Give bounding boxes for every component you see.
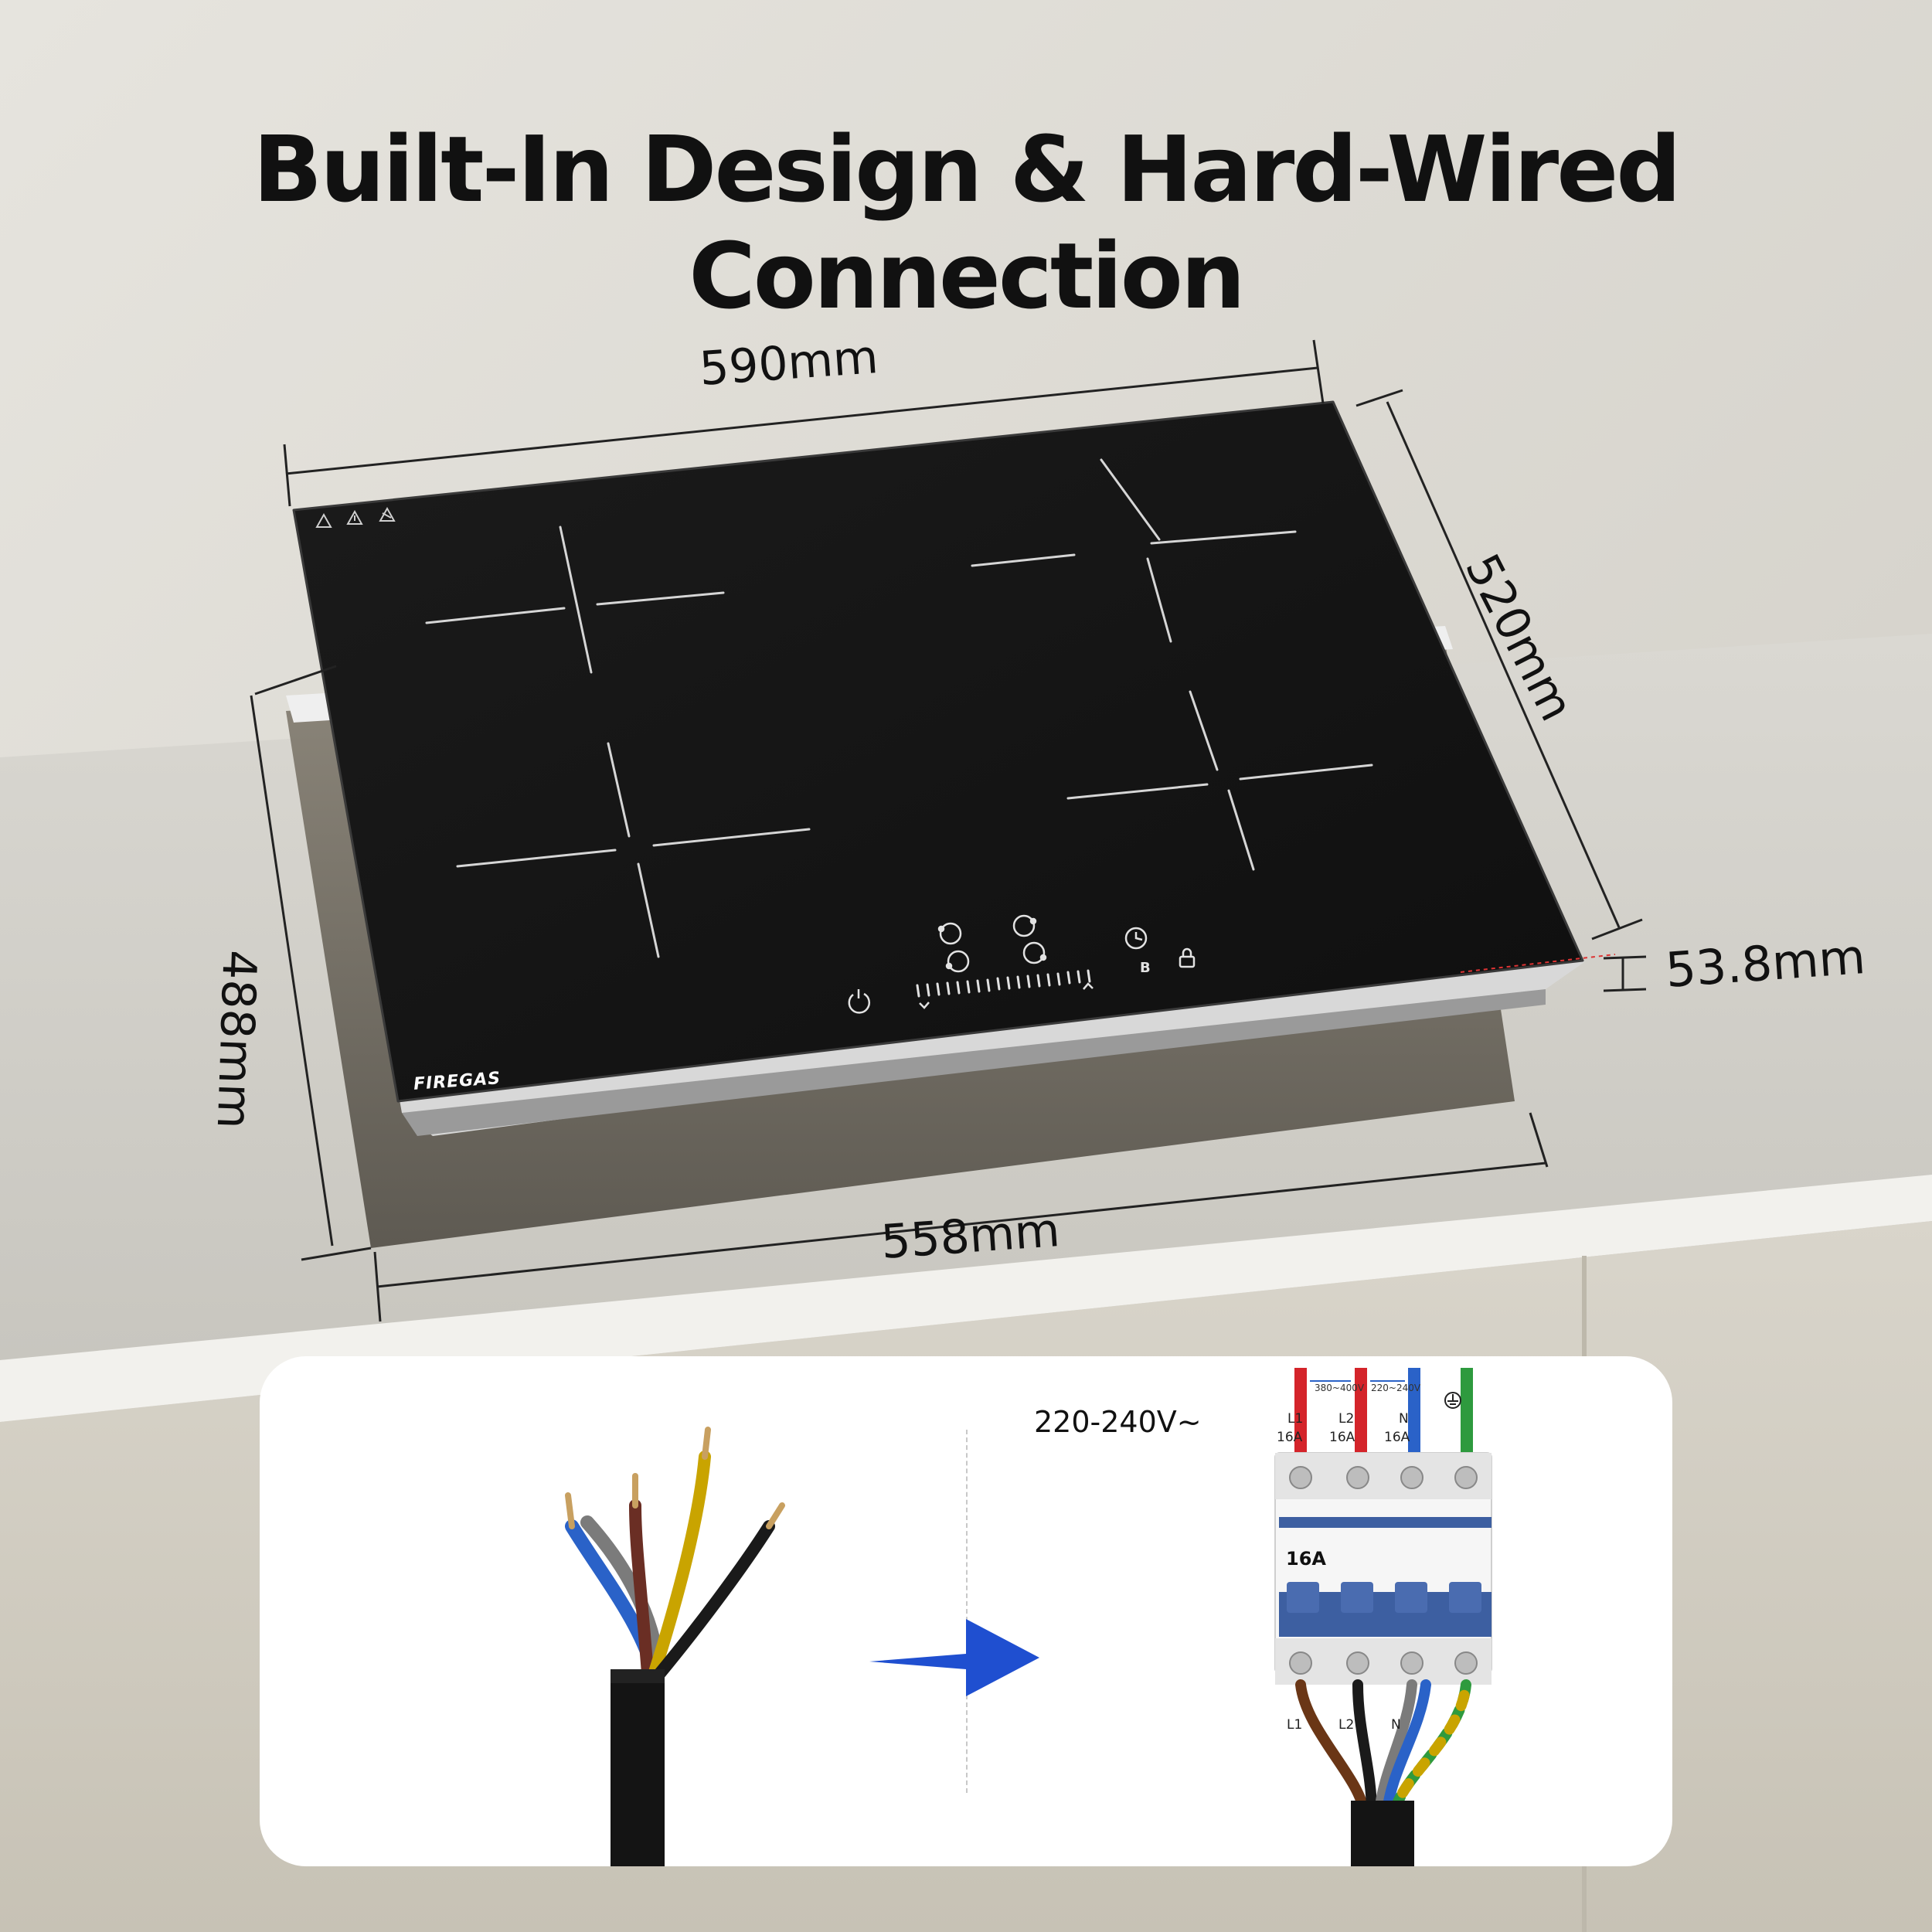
hob-thickness-marker <box>1460 954 1616 973</box>
bottom-label-n: N <box>1391 1717 1401 1733</box>
breaker-rating: 16A <box>1286 1548 1326 1570</box>
terminal-label-l1: L1 <box>1287 1411 1304 1427</box>
terminal-label-l2: L2 <box>1338 1411 1355 1427</box>
lock-icon <box>1179 947 1196 968</box>
warning-triangle-icon <box>315 506 396 528</box>
boost-icon: B <box>1140 960 1151 976</box>
bottom-label-l2: L2 <box>1338 1717 1355 1733</box>
terminal-label-n: N <box>1399 1411 1409 1427</box>
cutout-depth-label: 488mm <box>206 949 267 1130</box>
zone-selector-icons <box>937 914 1047 973</box>
voltage-label: 220-240V~ <box>1034 1405 1202 1439</box>
chevron-down-icon <box>919 1002 930 1009</box>
timer-icon <box>1124 927 1148 950</box>
hob-bottom-edge <box>402 989 1546 1136</box>
spec-l1-l2: 380~400V <box>1315 1383 1365 1393</box>
terminal-rating-l2: 16A <box>1329 1430 1355 1445</box>
chevron-up-icon <box>1083 982 1094 990</box>
spec-l2-n: 220~240V <box>1371 1383 1421 1393</box>
power-icon <box>848 989 871 1014</box>
terminal-rating-l1: 16A <box>1277 1430 1303 1445</box>
panel-divider <box>966 1430 968 1793</box>
bottom-label-l1: L1 <box>1287 1717 1303 1733</box>
page-title: Built-In Design & Hard-Wired Connection <box>253 116 1681 329</box>
dimension-lines <box>250 339 1647 1322</box>
cooking-zone-markings <box>425 458 1373 958</box>
terminal-rating-n: 16A <box>1384 1430 1410 1445</box>
hob-glass <box>292 400 1584 1103</box>
power-slider <box>916 969 1091 998</box>
